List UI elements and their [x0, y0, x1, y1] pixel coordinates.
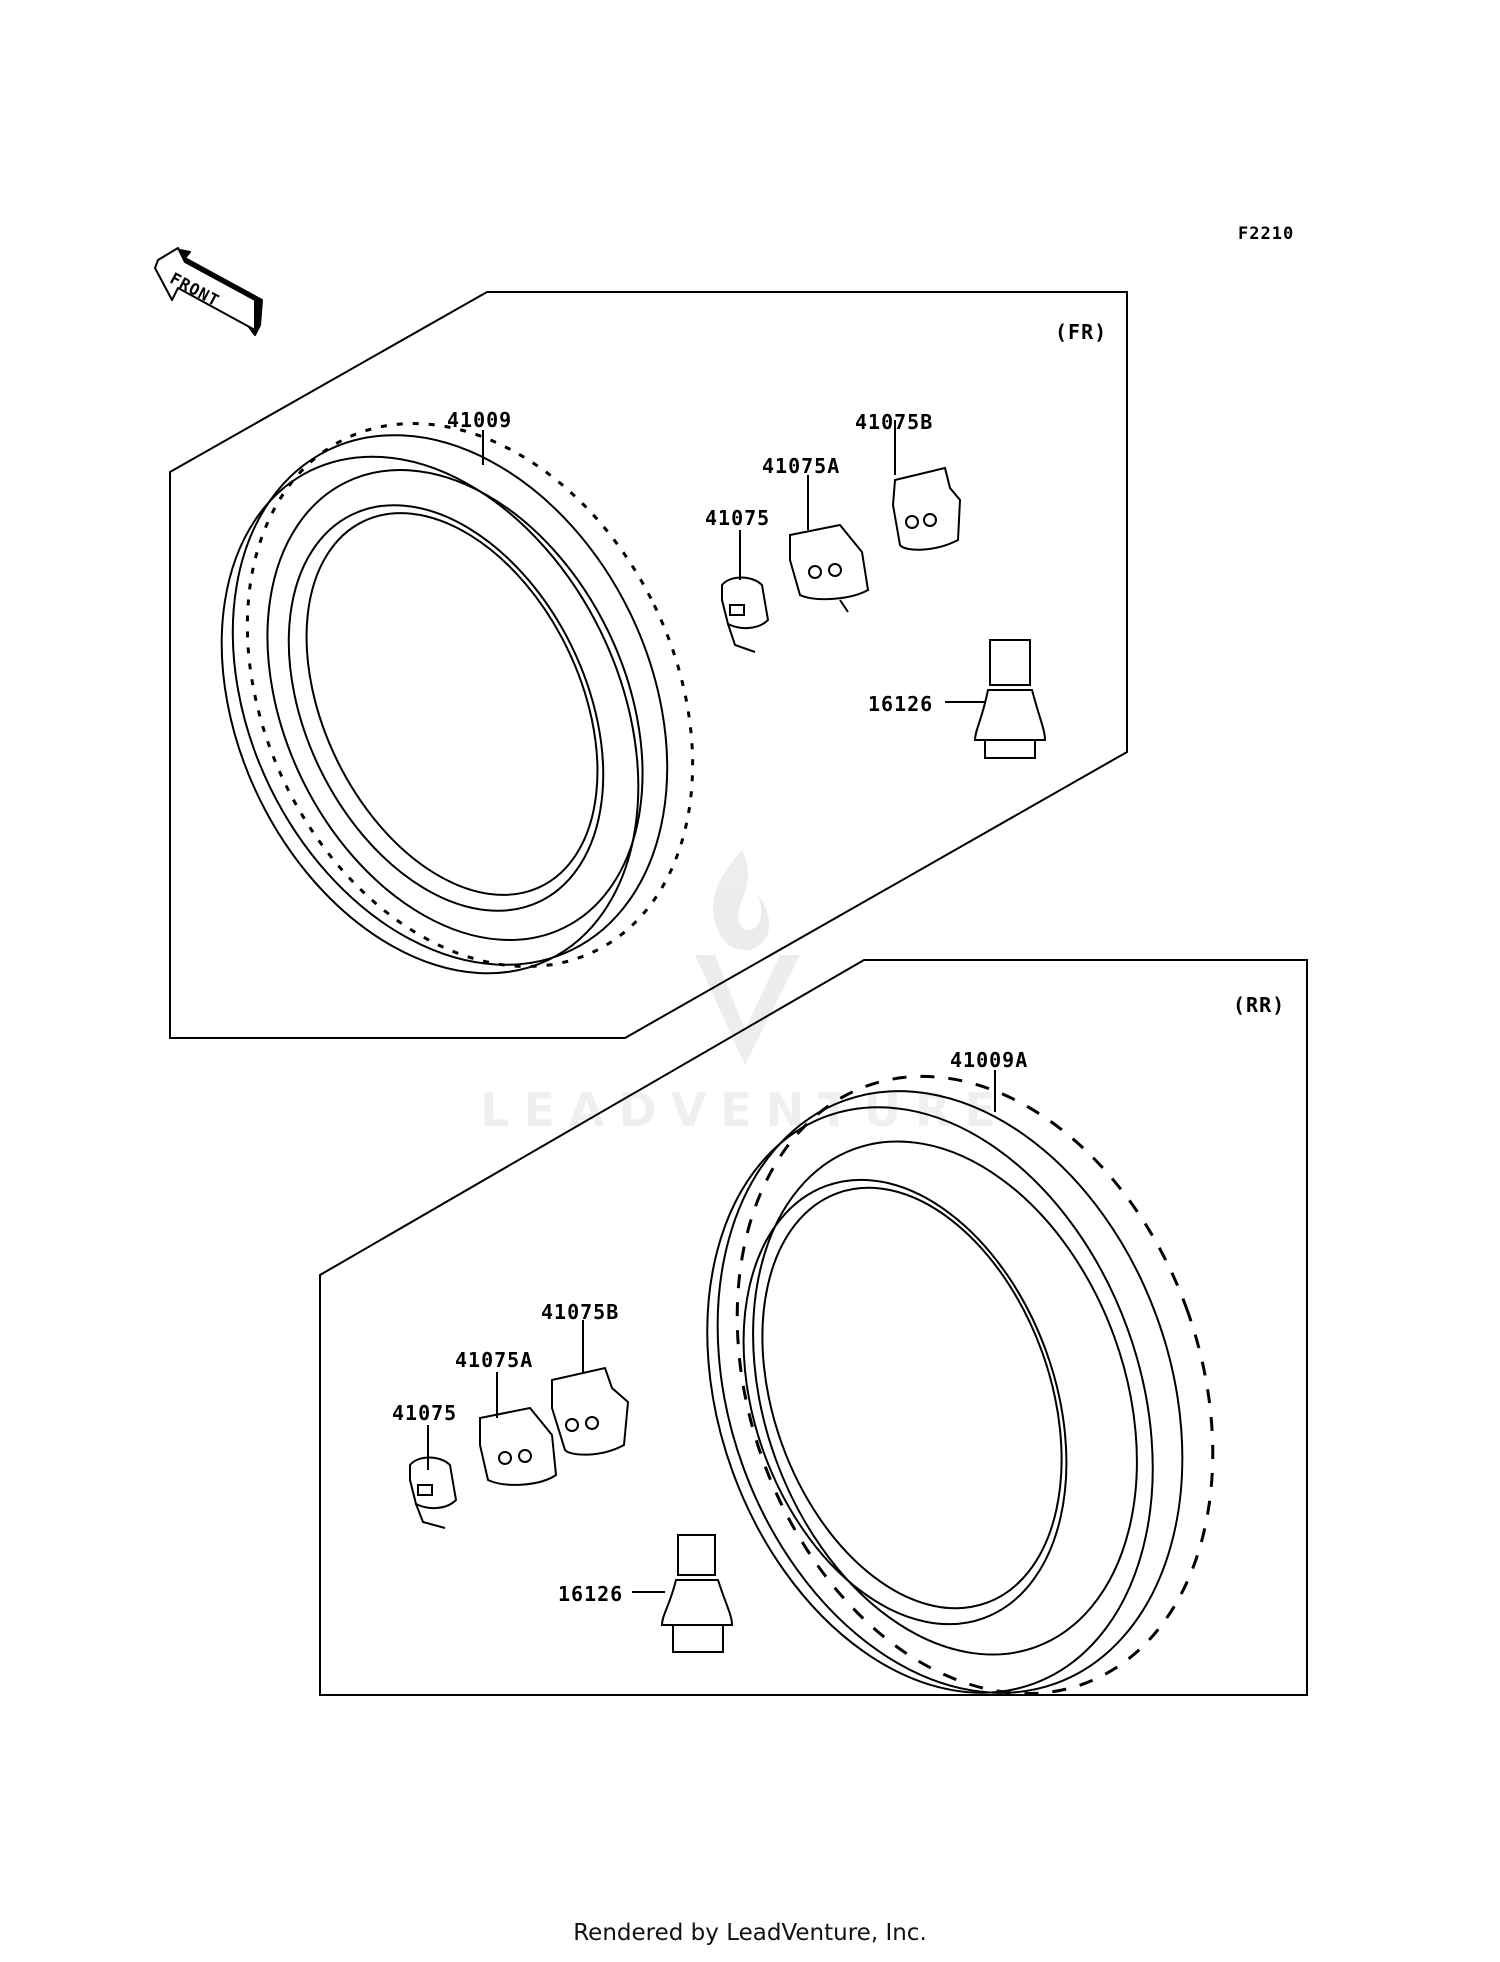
- rear-weight-41075b-icon: [551, 1366, 630, 1456]
- front-tire-part-label: 41009: [447, 408, 513, 432]
- rear-valve-icon: [660, 1534, 734, 1653]
- front-weight-part-label: 41075: [705, 506, 771, 530]
- front-tire-icon: [220, 422, 695, 975]
- front-weight-41075b-icon: [891, 466, 962, 551]
- rear-weight-41075a-icon: [479, 1406, 558, 1486]
- front-weight-a-part-label: 41075A: [762, 454, 841, 478]
- front-arrow-icon: [154, 247, 263, 336]
- watermark-text: LEADVENTURE: [480, 1083, 1010, 1137]
- rear-tire-part-label: 41009A: [950, 1048, 1029, 1072]
- front-valve-part-label: 16126: [868, 692, 934, 716]
- rear-section-label: (RR): [1233, 993, 1286, 1017]
- rear-weight-b-part-label: 41075B: [541, 1300, 620, 1324]
- rear-weight-part-label: 41075: [392, 1401, 458, 1425]
- figure-code: F2210: [1238, 224, 1295, 244]
- rear-tire-icon: [706, 1074, 1215, 1696]
- rear-panel-border: [319, 959, 1308, 1696]
- front-weight-41075-icon: [721, 576, 770, 653]
- rear-weight-41075-icon: [409, 1456, 458, 1529]
- front-weight-b-part-label: 41075B: [855, 410, 934, 434]
- front-panel-border: [169, 291, 1128, 1039]
- front-valve-icon: [973, 639, 1047, 759]
- front-weight-41075a-icon: [789, 523, 870, 613]
- footer-credit: Rendered by LeadVenture, Inc.: [573, 1920, 927, 1946]
- front-section-label: (FR): [1055, 320, 1108, 344]
- rear-weight-a-part-label: 41075A: [455, 1348, 534, 1372]
- rear-valve-part-label: 16126: [558, 1582, 624, 1606]
- leader-lines: [427, 420, 996, 1593]
- watermark-logo-icon: [695, 850, 800, 1065]
